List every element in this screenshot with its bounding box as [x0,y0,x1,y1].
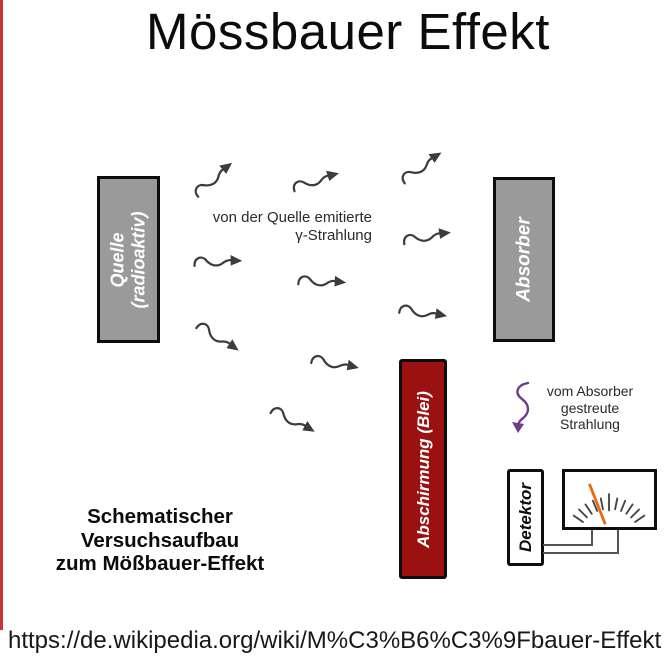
gamma-ray-arrow-icon [267,399,320,443]
emitted-radiation-label-line2: γ-Strahlung [295,227,372,244]
gamma-ray-arrow-icon [395,146,448,188]
gamma-ray-arrow-icon [296,269,348,296]
absorber-bar-label: Absorber [496,180,552,339]
scattered-radiation-label-line3: Strahlung [560,416,620,432]
absorber-bar-label-text: Absorber [513,217,535,302]
scattered-radiation-arrow-icon [512,381,530,433]
source-bar: Quelle (radioaktiv) [97,176,160,343]
detector-box: Detektor [507,469,544,566]
caption-line2: Versuchsaufbau [80,528,240,552]
emitted-radiation-label: von der Quelle emitierte γ-Strahlung [204,209,372,245]
meter-display [562,469,657,530]
detector-label: Detektor [510,472,541,563]
gamma-ray-arrow-icon [401,225,452,248]
source-url: https://de.wikipedia.org/wiki/M%C3%B6%C3… [8,627,662,654]
gamma-ray-arrow-icon [308,347,362,380]
scattered-radiation-label: vom Absorber gestreute Strahlung [539,383,641,433]
meter-scale [572,483,646,525]
shielding-bar-label: Abschirmung (Blei) [402,362,444,576]
scattered-radiation-label-line2: gestreute [560,399,620,416]
absorber-bar: Absorber [493,177,555,342]
left-edge-red-line [0,0,3,630]
gamma-ray-arrow-icon [396,297,449,329]
source-bar-label-line1: Quelle [107,231,128,288]
meter-needle [588,483,607,525]
caption: Schematischer Versuchsaufbau zum Mößbaue… [35,505,285,576]
shielding-bar-label-text: Abschirmung (Blei) [413,390,433,548]
source-bar-label-line2: (radioaktiv) [128,210,149,309]
caption-line1: Schematischer [87,505,233,528]
gamma-ray-arrow-icon [289,166,342,196]
emitted-radiation-label-line1: von der Quelle emitierte [212,209,372,226]
page-title: Mössbauer Effekt [146,3,550,60]
source-bar-label: Quelle (radioaktiv) [100,179,157,340]
detector-wires-icon [543,530,619,554]
gamma-ray-arrow-icon [192,250,243,273]
shielding-bar: Abschirmung (Blei) [399,359,447,579]
gamma-ray-arrow-icon [188,156,240,201]
caption-line3: zum Mößbauer-Effekt [55,552,265,575]
gamma-ray-arrow-icon [192,315,244,362]
detector-label-text: Detektor [516,483,535,552]
scattered-radiation-label-line1: vom Absorber [546,383,634,399]
